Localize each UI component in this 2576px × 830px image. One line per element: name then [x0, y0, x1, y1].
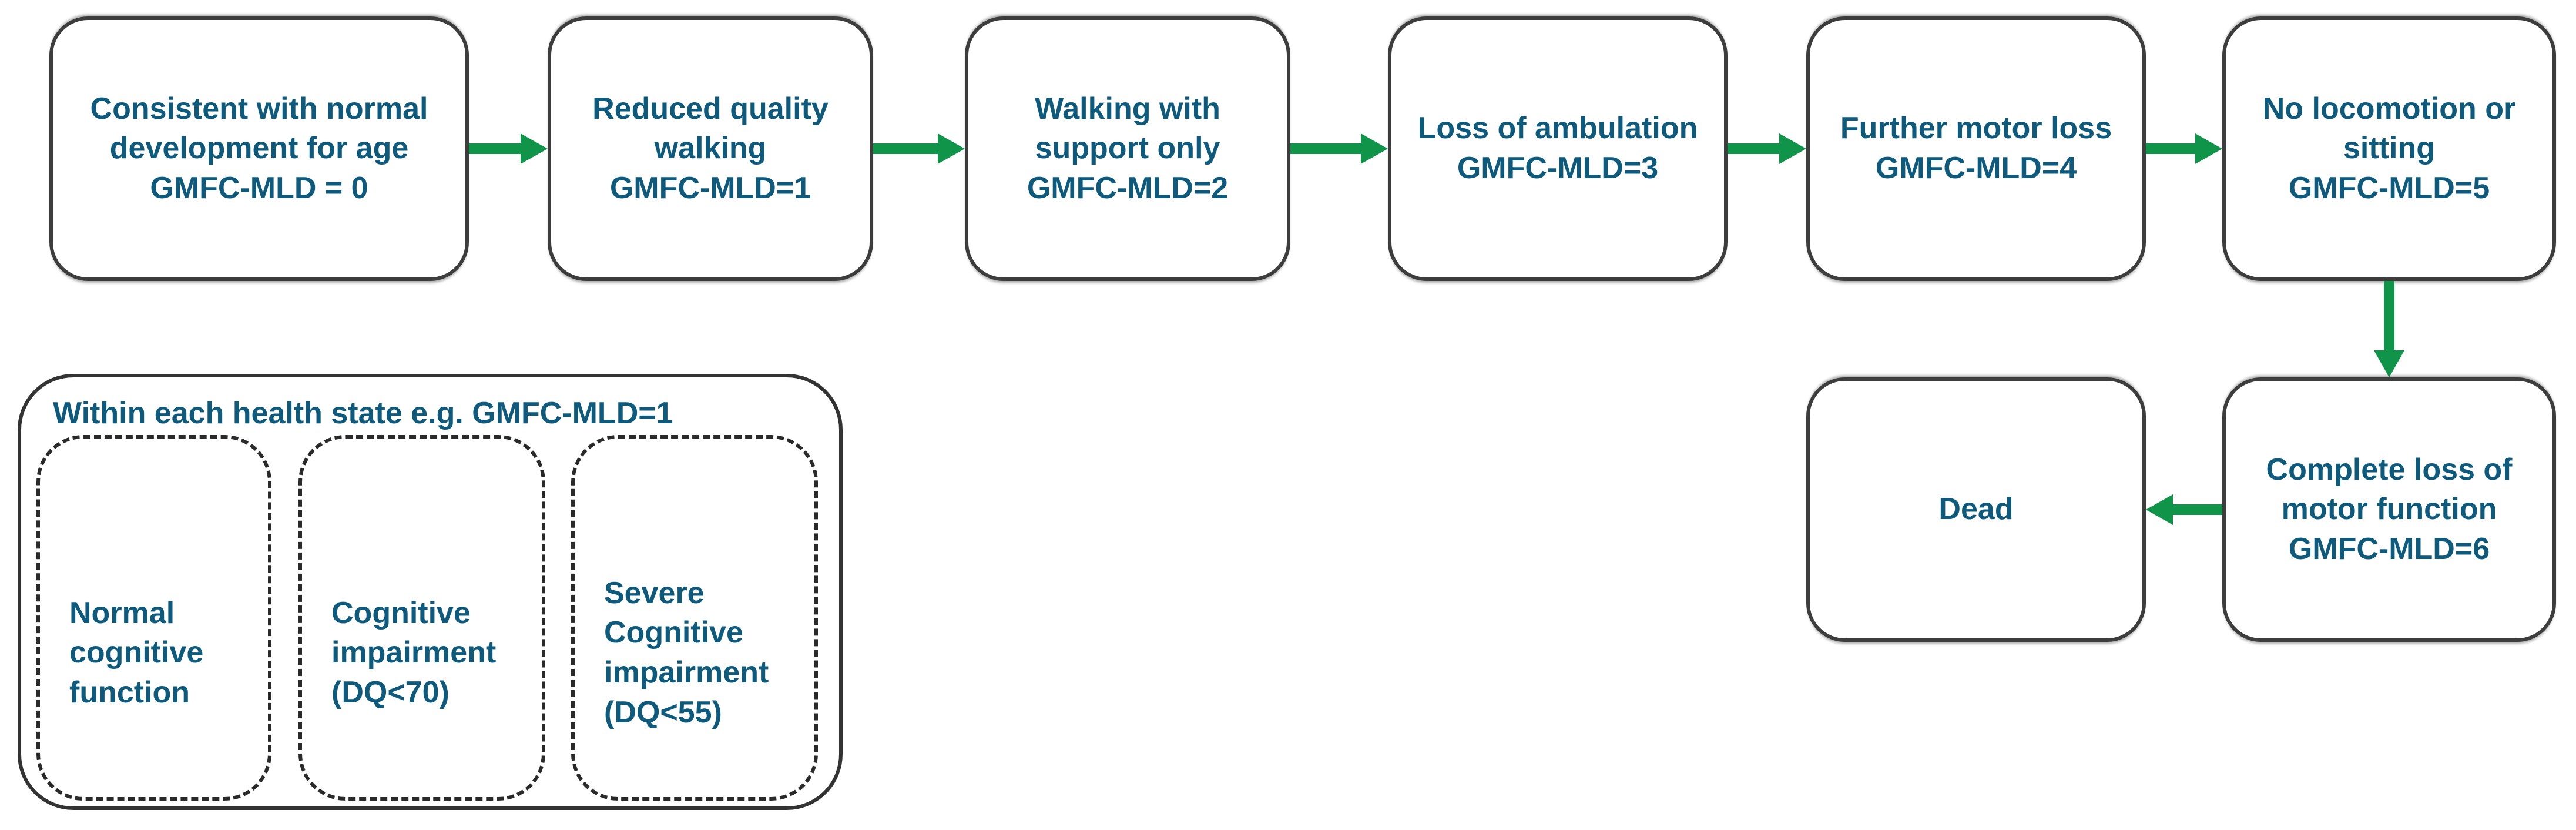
- state-code: GMFC-MLD=1: [609, 170, 811, 205]
- substate-box-severe-cognitive-impairment: Severe Cognitive impairment (DQ<55): [571, 435, 818, 801]
- state-box-gmfc-mld-1: Reduced quality walking GMFC-MLD=1: [548, 16, 873, 281]
- substate-label: Normal cognitive function: [69, 595, 204, 709]
- arrow-down-icon: [2374, 281, 2404, 377]
- arrow-shaft: [873, 143, 938, 154]
- state-name: Consistent with normal development for a…: [90, 91, 428, 166]
- state-code: GMFC-MLD=5: [2288, 170, 2490, 205]
- state-box-gmfc-mld-2: Walking with support only GMFC-MLD=2: [965, 16, 1290, 281]
- arrow-head: [2146, 494, 2173, 525]
- arrow-shaft: [1290, 143, 1361, 154]
- arrow-shaft: [2146, 143, 2195, 154]
- arrow-shaft: [2384, 281, 2394, 350]
- state-text: No locomotion or sitting GMFC-MLD=5: [2226, 89, 2552, 209]
- state-box-dead: Dead: [1806, 377, 2146, 642]
- state-name: Further motor loss: [1840, 111, 2112, 146]
- within-health-state-group: Within each health state e.g. GMFC-MLD=1…: [18, 374, 843, 810]
- arrow-right-icon: [2146, 133, 2222, 164]
- within-health-state-title: Within each health state e.g. GMFC-MLD=1: [53, 396, 673, 430]
- state-name: Complete loss of motor function: [2266, 452, 2513, 527]
- state-code: GMFC-MLD=2: [1027, 170, 1229, 205]
- state-text: Loss of ambulation GMFC-MLD=3: [1406, 109, 1710, 188]
- state-box-gmfc-mld-0: Consistent with normal development for a…: [49, 16, 469, 281]
- state-code: GMFC-MLD=4: [1875, 151, 2077, 185]
- state-text: Reduced quality walking GMFC-MLD=1: [551, 89, 870, 209]
- state-text: Dead: [1927, 490, 2025, 530]
- state-name: Reduced quality walking: [592, 91, 829, 166]
- state-box-gmfc-mld-4: Further motor loss GMFC-MLD=4: [1806, 16, 2146, 281]
- arrow-right-icon: [873, 133, 965, 164]
- state-text: Walking with support only GMFC-MLD=2: [968, 89, 1287, 209]
- arrow-right-icon: [1728, 133, 1806, 164]
- arrow-head: [2374, 350, 2404, 377]
- arrow-right-icon: [469, 133, 548, 164]
- arrow-shaft: [1728, 143, 1779, 154]
- substate-label: Severe Cognitive impairment (DQ<55): [604, 575, 769, 729]
- state-code: GMFC-MLD=3: [1457, 151, 1659, 185]
- state-name: No locomotion or sitting: [2262, 91, 2516, 166]
- state-box-gmfc-mld-5: No locomotion or sitting GMFC-MLD=5: [2222, 16, 2556, 281]
- arrow-shaft: [2173, 504, 2222, 515]
- arrow-head: [2195, 133, 2222, 164]
- state-name: Loss of ambulation: [1417, 111, 1698, 146]
- state-box-gmfc-mld-6: Complete loss of motor function GMFC-MLD…: [2222, 377, 2556, 642]
- substate-label: Cognitive impairment (DQ<70): [331, 595, 497, 709]
- state-box-gmfc-mld-3: Loss of ambulation GMFC-MLD=3: [1388, 16, 1728, 281]
- state-name: Dead: [1938, 492, 2014, 527]
- arrow-head: [1779, 133, 1806, 164]
- state-text: Complete loss of motor function GMFC-MLD…: [2226, 450, 2552, 570]
- substate-box-normal-cognitive: Normal cognitive function: [36, 435, 271, 801]
- arrow-shaft: [469, 143, 521, 154]
- state-text: Further motor loss GMFC-MLD=4: [1829, 109, 2124, 188]
- arrow-right-icon: [1290, 133, 1388, 164]
- arrow-head: [938, 133, 965, 164]
- state-code: GMFC-MLD = 0: [150, 170, 368, 205]
- arrow-head: [521, 133, 548, 164]
- state-name: Walking with support only: [1035, 91, 1220, 166]
- state-text: Consistent with normal development for a…: [53, 89, 465, 209]
- arrow-head: [1361, 133, 1388, 164]
- state-code: GMFC-MLD=6: [2288, 531, 2490, 566]
- arrow-left-icon: [2146, 494, 2222, 525]
- substate-box-cognitive-impairment: Cognitive impairment (DQ<70): [298, 435, 545, 801]
